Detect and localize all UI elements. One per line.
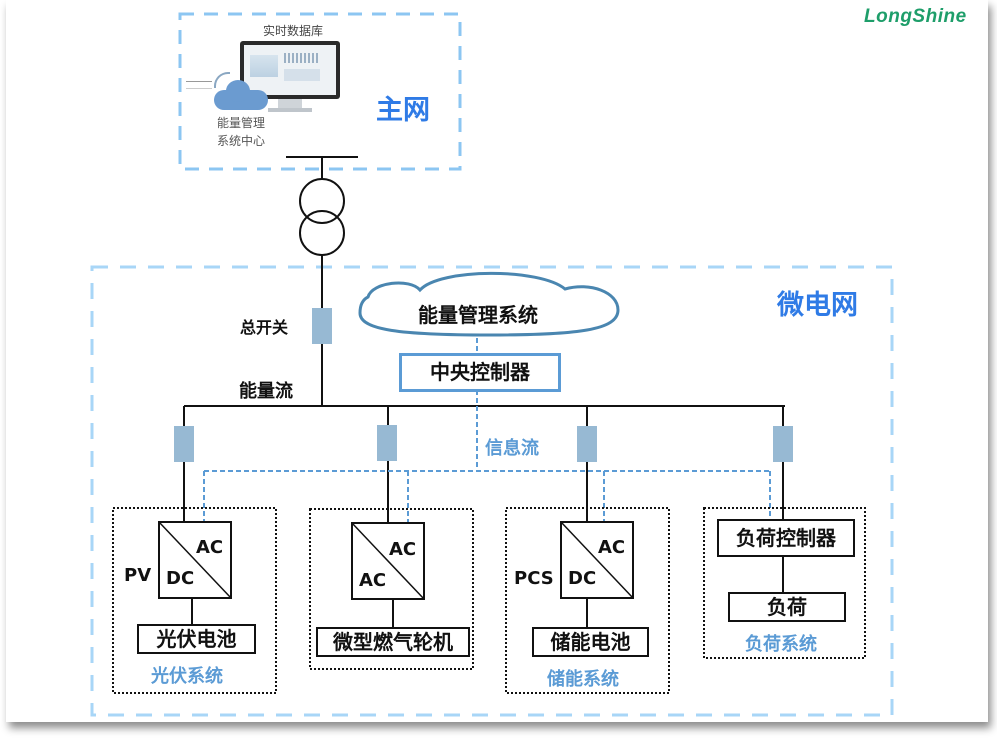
pv-converter-ac: AC <box>196 537 224 558</box>
info-flow-label: 信息流 <box>485 438 539 459</box>
feeder-switch-pv <box>174 426 194 462</box>
incoming-arrow-icon <box>186 81 212 82</box>
monitor-icon <box>240 41 340 99</box>
micro-gas-turbine-box: 微型燃气轮机 <box>316 627 470 657</box>
wifi-signal-icon <box>214 72 230 88</box>
load-system-frame <box>703 507 866 659</box>
microgrid-title: 微电网 <box>777 290 858 321</box>
pv-battery-box: 光伏电池 <box>137 624 256 654</box>
realtime-database-label: 实时数据库 <box>263 24 324 38</box>
pcs-converter-ac: AC <box>598 537 626 558</box>
storage-system-frame <box>505 507 670 694</box>
storage-system-label: 储能系统 <box>547 669 619 690</box>
ems-cloud-label: 能量管理系统 <box>418 303 538 327</box>
transformer-coil-top <box>299 178 345 224</box>
feeder-switch-load <box>773 426 793 462</box>
pv-side-label: PV <box>124 565 152 586</box>
main-grid-title: 主网 <box>376 95 430 126</box>
ems-center-label-1: 能量管理 <box>217 116 266 130</box>
load-system-label: 负荷系统 <box>745 634 817 655</box>
monitor-base <box>268 108 312 112</box>
feeder-switch-turbine <box>377 425 397 461</box>
transformer-coil-bottom <box>299 210 345 256</box>
main-grid-frame <box>178 12 462 171</box>
storage-battery-box: 储能电池 <box>532 627 649 657</box>
pcs-side-label: PCS <box>514 568 554 589</box>
turbine-converter-ac-bottom: AC <box>359 570 387 591</box>
load-controller-box: 负荷控制器 <box>717 519 855 557</box>
ems-cloud-shape <box>358 271 620 337</box>
pv-system-label: 光伏系统 <box>151 666 223 687</box>
gas-turbine-frame <box>309 508 474 670</box>
feeder-switch-storage <box>577 426 597 462</box>
ems-center-label-2: 系统中心 <box>217 134 266 148</box>
monitor-stand <box>278 99 302 109</box>
microgrid-frame <box>90 265 894 717</box>
turbine-converter-ac-top: AC <box>389 539 417 560</box>
pv-system-frame <box>112 507 277 694</box>
brand-logo: LongShine <box>864 6 967 27</box>
main-switch-label: 总开关 <box>240 318 289 337</box>
load-box: 负荷 <box>728 592 846 622</box>
pv-converter-dc: DC <box>166 568 195 589</box>
pcs-converter-dc: DC <box>568 568 597 589</box>
main-switch <box>312 308 332 344</box>
energy-flow-label: 能量流 <box>239 381 293 402</box>
cloud-icon <box>214 80 268 110</box>
central-controller-box: 中央控制器 <box>399 353 561 392</box>
arrow-line <box>186 88 212 89</box>
